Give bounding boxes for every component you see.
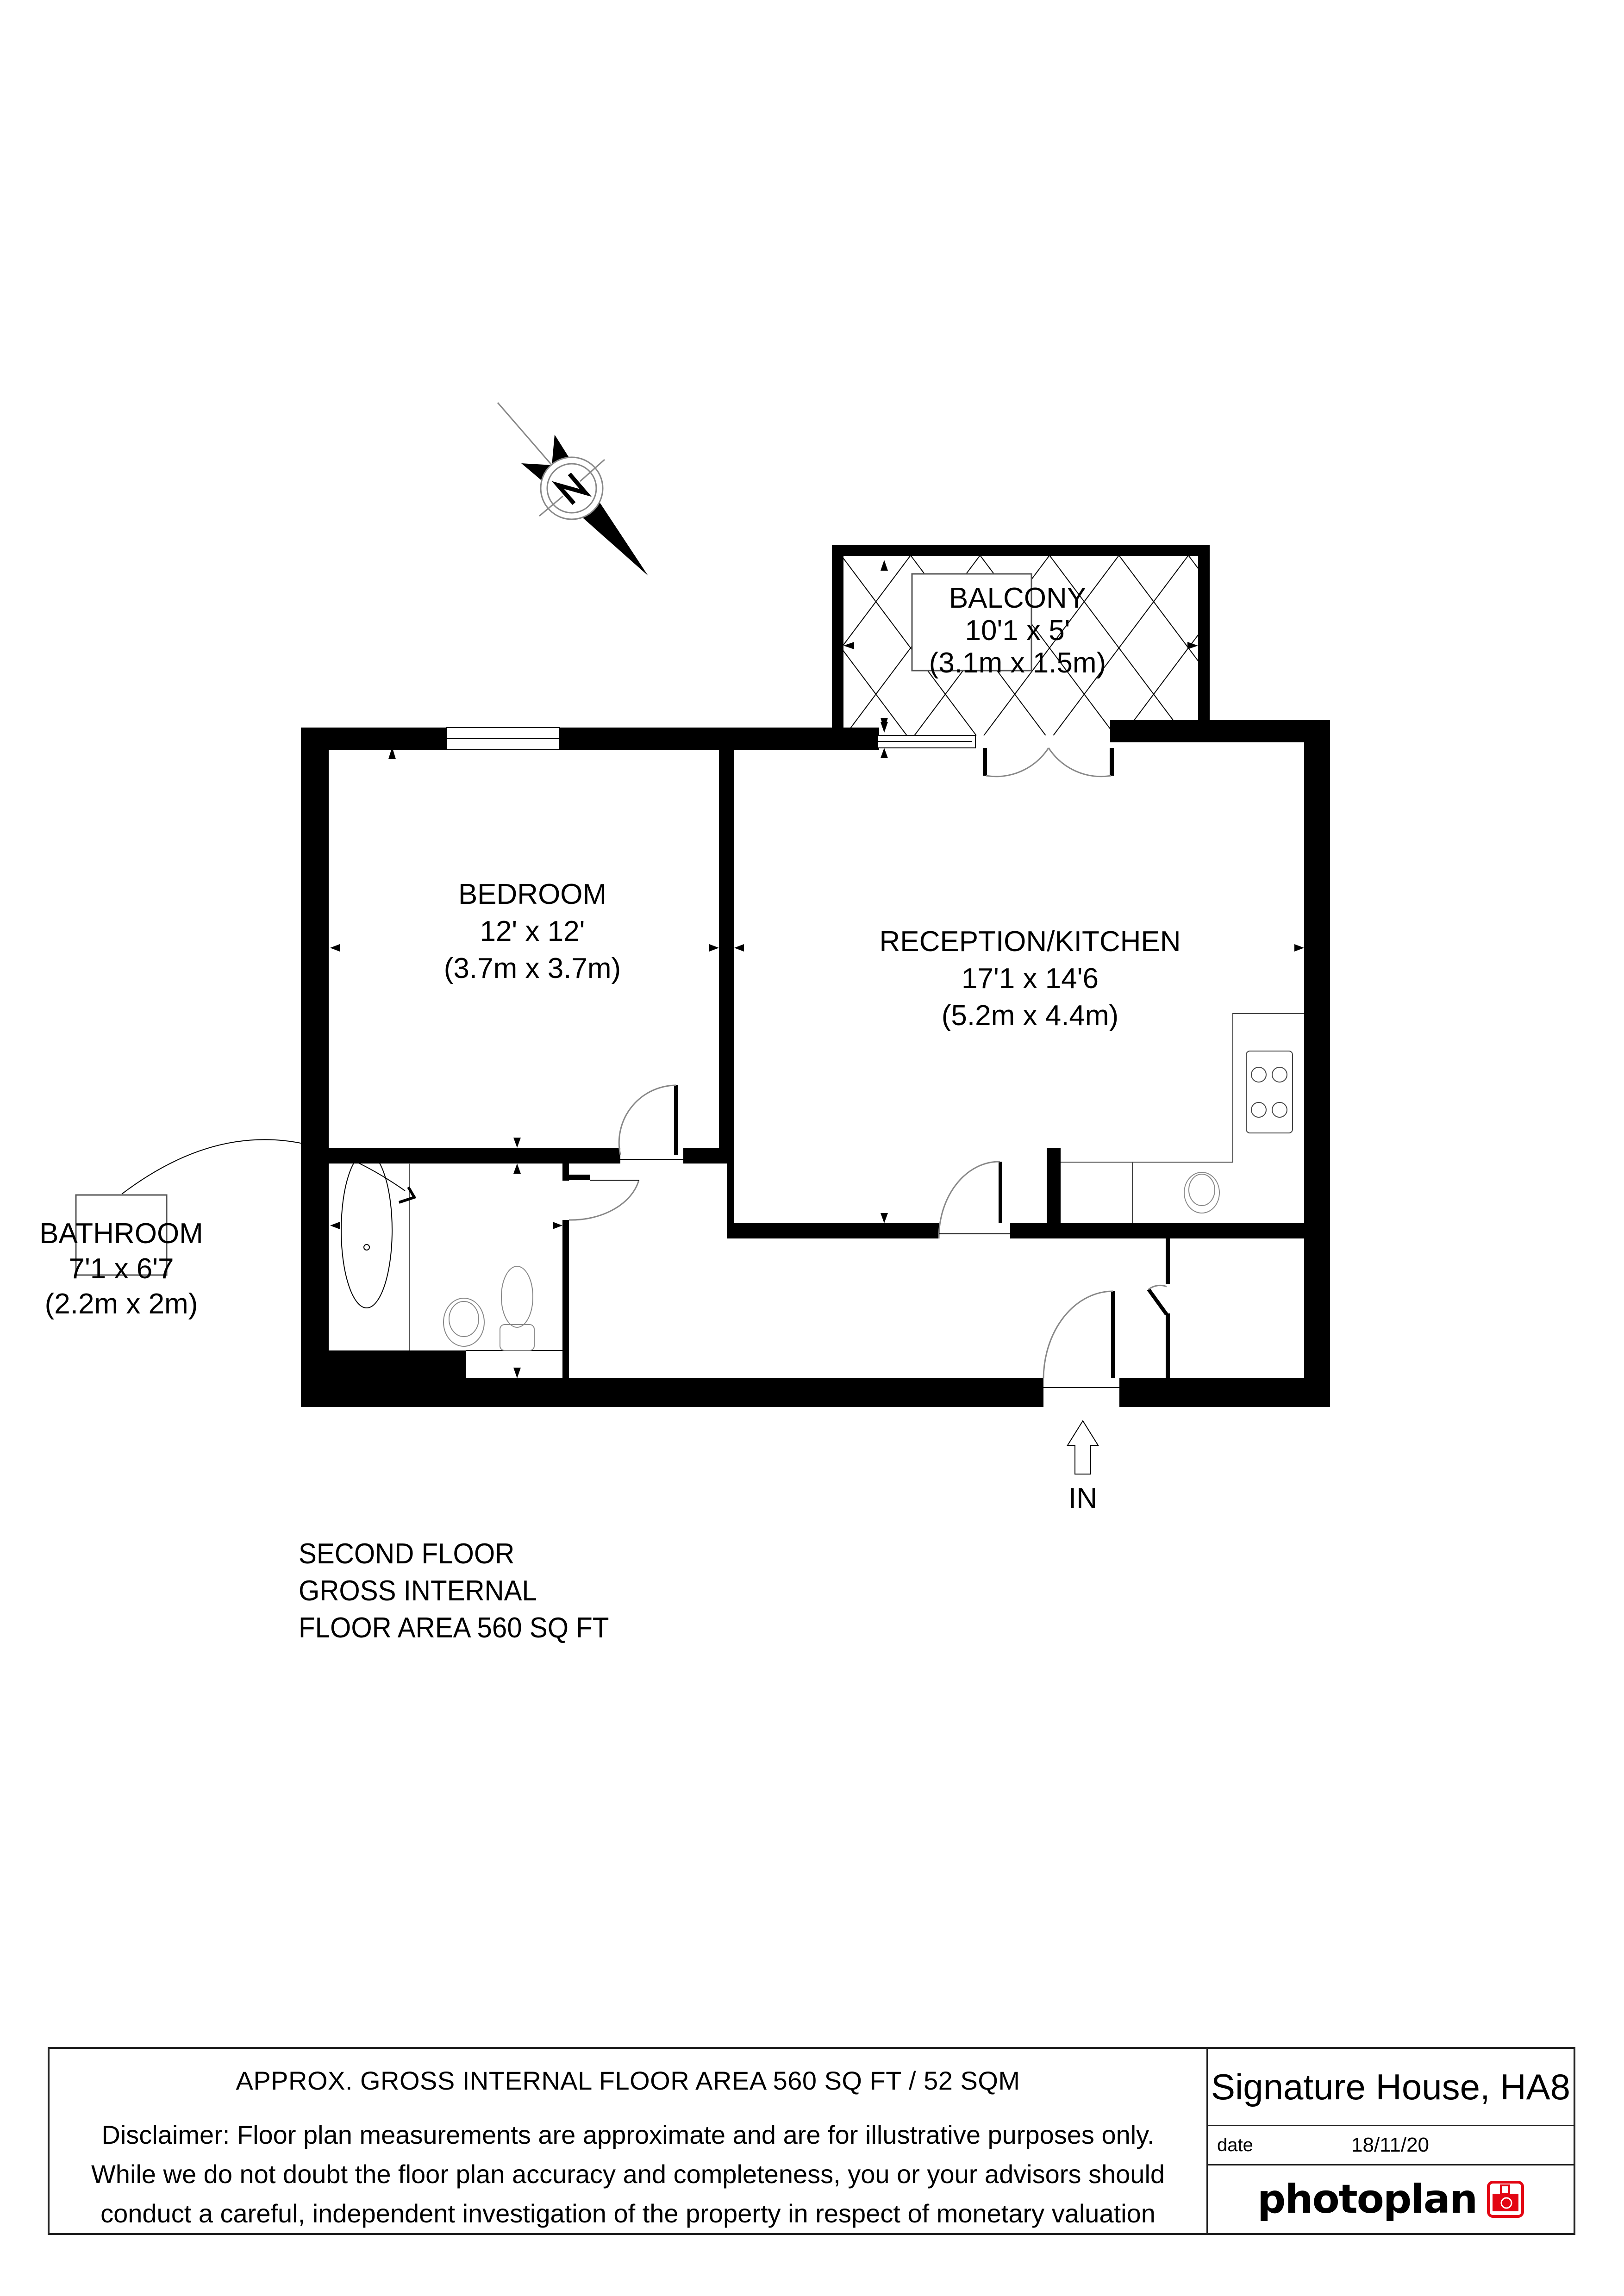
- area-summary: APPROX. GROSS INTERNAL FLOOR AREA 560 SQ…: [236, 2066, 1020, 2095]
- photoplan-logo: photoplan: [1208, 2165, 1574, 2233]
- bedroom-name: BEDROOM: [458, 878, 606, 910]
- basin-icon: [443, 1298, 485, 1347]
- hob-icon: [1246, 1051, 1293, 1133]
- bathtub-icon: [341, 1152, 393, 1308]
- date-value: 18/11/20: [1351, 2134, 1430, 2156]
- disclaimer-line: While we do not doubt the floor plan acc…: [91, 2159, 1165, 2189]
- bathroom-dims-metric: (2.2m x 2m): [45, 1288, 198, 1320]
- entrance-arrow-icon: [1067, 1420, 1099, 1475]
- dimension-arrows: [330, 560, 1304, 1378]
- disclaimer: Disclaimer: Floor plan measurements are …: [50, 2112, 1206, 2233]
- title-block-right: Signature House, HA8 date 18/11/20 photo…: [1208, 2049, 1574, 2233]
- property-name: Signature House, HA8: [1208, 2049, 1574, 2126]
- camera-icon: [1487, 2181, 1524, 2218]
- disclaimer-line: Disclaimer: Floor plan measurements are …: [101, 2120, 1155, 2149]
- kitchen-units: [1061, 1013, 1304, 1223]
- bathroom-fixtures: [121, 1139, 562, 1351]
- title-block: APPROX. GROSS INTERNAL FLOOR AREA 560 SQ…: [48, 2047, 1575, 2235]
- floor-info-line1: SECOND FLOOR: [299, 1538, 515, 1570]
- bathroom-label-box: [75, 1194, 168, 1276]
- sink-icon: [1184, 1172, 1220, 1213]
- balcony-dims-metric: (3.1m x 1.5m): [929, 647, 1106, 679]
- windows: [446, 727, 976, 750]
- floor-plan: BALCONY 10'1 x 5' (3.1m x 1.5m) BEDROOM …: [39, 402, 1330, 1514]
- balcony-area: [832, 545, 1210, 735]
- bedroom-dims-imperial: 12' x 12': [480, 915, 585, 947]
- reception-name: RECEPTION/KITCHEN: [879, 926, 1181, 958]
- floor-info-line3: FLOOR AREA 560 SQ FT: [299, 1612, 609, 1644]
- floor-info: SECOND FLOOR GROSS INTERNAL FLOOR AREA 5…: [299, 1536, 609, 1647]
- reception-dims-metric: (5.2m x 4.4m): [942, 1000, 1118, 1032]
- bathroom-dims-imperial: 7'1 x 6'7: [69, 1253, 174, 1285]
- title-block-left: APPROX. GROSS INTERNAL FLOOR AREA 560 SQ…: [50, 2049, 1208, 2233]
- balcony-name: BALCONY: [949, 582, 1086, 614]
- bathroom-name: BATHROOM: [39, 1218, 203, 1250]
- date-row: date 18/11/20: [1208, 2126, 1574, 2165]
- walls: [301, 720, 1330, 1407]
- reception-dims-imperial: 17'1 x 14'6: [962, 963, 1099, 995]
- logo-text: photoplan: [1257, 2176, 1478, 2222]
- doors: [568, 747, 1168, 1388]
- balcony-dims-imperial: 10'1 x 5': [965, 615, 1070, 647]
- date-label: date: [1217, 2134, 1253, 2155]
- disclaimer-line: conduct a careful, independent investiga…: [100, 2199, 1156, 2228]
- floor-info-line2: GROSS INTERNAL: [299, 1575, 537, 1607]
- entrance-label: IN: [1068, 1482, 1097, 1514]
- bedroom-dims-metric: (3.7m x 3.7m): [444, 952, 621, 984]
- toilet-icon: [501, 1266, 533, 1328]
- compass-north-icon: [497, 402, 648, 576]
